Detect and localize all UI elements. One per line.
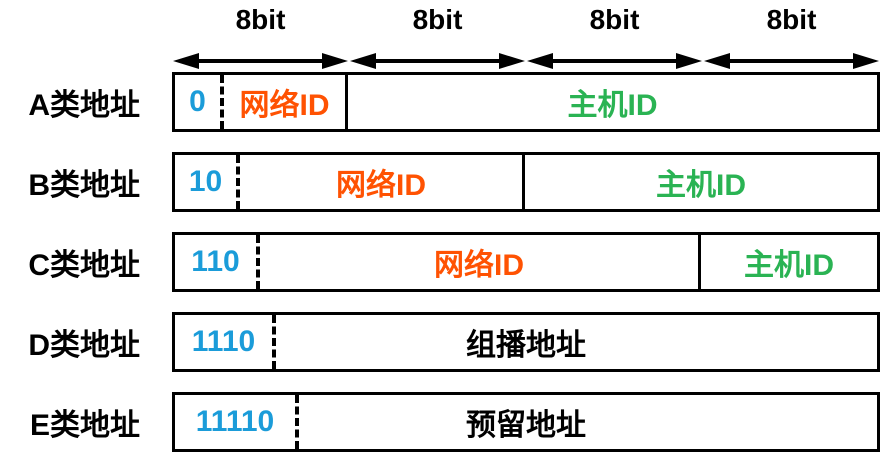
double-arrow-icon [527, 53, 702, 69]
class-d-box: 1110 组播地址 [172, 312, 880, 372]
class-b-host-id-cell: 主机ID [656, 169, 746, 202]
bit-span-arrows [173, 53, 879, 69]
class-b-prefix-bits: 10 [175, 155, 240, 209]
class-e-reserved-label: 预留地址 [466, 409, 586, 442]
class-b-label: B类地址 [28, 169, 140, 202]
class-c-prefix-bits: 110 [175, 235, 260, 289]
class-a-network-id-cell: 网络ID [224, 75, 348, 129]
class-c-label: C类地址 [28, 249, 140, 282]
class-e-row: E类地址 11110 预留地址 [0, 392, 888, 452]
class-e-box: 11110 预留地址 [172, 392, 880, 452]
double-arrow-icon [704, 53, 879, 69]
class-e-prefix-bits: 11110 [175, 395, 299, 449]
class-e-label: E类地址 [29, 409, 140, 442]
class-c-host-id-cell: 主机ID [744, 249, 834, 282]
class-c-box: 110 网络ID 主机ID [172, 232, 880, 292]
bit-width-label-3: 8bit [589, 4, 640, 35]
class-a-row: A类地址 0 网络ID 主机ID [0, 72, 888, 132]
class-c-row: C类地址 110 网络ID 主机ID [0, 232, 888, 292]
double-arrow-icon [350, 53, 525, 69]
class-a-box: 0 网络ID 主机ID [172, 72, 880, 132]
bit-width-label-2: 8bit [412, 4, 463, 35]
class-a-label: A类地址 [28, 89, 140, 122]
class-a-host-id-cell: 主机ID [567, 89, 658, 122]
class-d-multicast-label: 组播地址 [466, 329, 586, 362]
double-arrow-icon [173, 53, 348, 69]
class-a-prefix-bits: 0 [175, 75, 224, 129]
class-c-network-id-cell: 网络ID [260, 235, 701, 289]
class-b-network-id-cell: 网络ID [240, 155, 525, 209]
class-d-row: D类地址 1110 组播地址 [0, 312, 888, 372]
class-b-box: 10 网络ID 主机ID [172, 152, 880, 212]
bit-width-label-1: 8bit [235, 4, 286, 35]
class-d-prefix-bits: 1110 [175, 315, 276, 369]
class-b-row: B类地址 10 网络ID 主机ID [0, 152, 888, 212]
bit-width-label-4: 8bit [766, 4, 817, 35]
class-d-label: D类地址 [28, 329, 140, 362]
